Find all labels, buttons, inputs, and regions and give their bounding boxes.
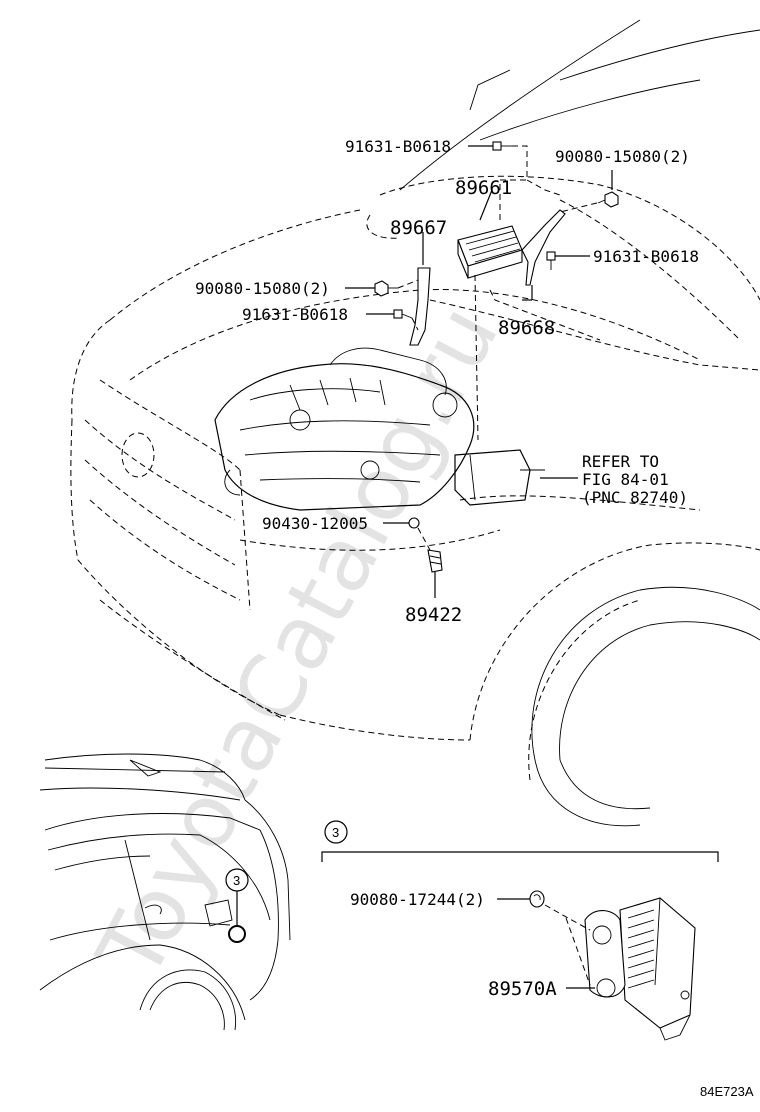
refer-to-line3: (PNC 82740) [582,488,688,507]
refer-to-line1: REFER TO [582,452,659,471]
label-90080-15080-right: 90080-15080(2) [555,147,690,166]
label-90430-12005: 90430-12005 [262,514,368,533]
fasteners [374,141,619,573]
leader-lines [345,145,613,598]
sensor-89422 [427,549,443,573]
detail-3: 3 [321,820,719,1041]
refer-to-line2: FIG 84-01 [582,470,669,489]
label-89422: 89422 [405,604,462,626]
engine-assembly [214,347,545,511]
label-89667: 89667 [390,217,447,239]
fuel-door-callout: 3 [225,868,249,943]
bolt-91631-right [546,251,556,270]
bolt-91631-left [393,309,413,319]
grommet-90430 [408,517,420,529]
front-car-outline [70,19,760,827]
figure-code: 84E723A [700,1084,754,1099]
label-89570a: 89570A [488,978,557,1000]
label-89668: 89668 [498,317,555,339]
label-90080-15080-left: 90080-15080(2) [195,279,330,298]
ecu-assembly [409,209,566,346]
rear-car-outline [39,753,291,1031]
label-90080-17244: 90080-17244(2) [350,890,485,909]
label-89661: 89661 [455,177,512,199]
detail-callout-number: 3 [332,825,339,840]
label-91631-b0618-top: 91631-B0618 [345,137,451,156]
callout-number: 3 [233,873,240,888]
label-91631-b0618-left: 91631-B0618 [242,305,348,324]
bolt-90080-right [597,191,619,208]
label-91631-b0618-right: 91631-B0618 [593,247,699,266]
bolt-91631-top [492,141,512,151]
bolt-90080-left [374,280,398,297]
